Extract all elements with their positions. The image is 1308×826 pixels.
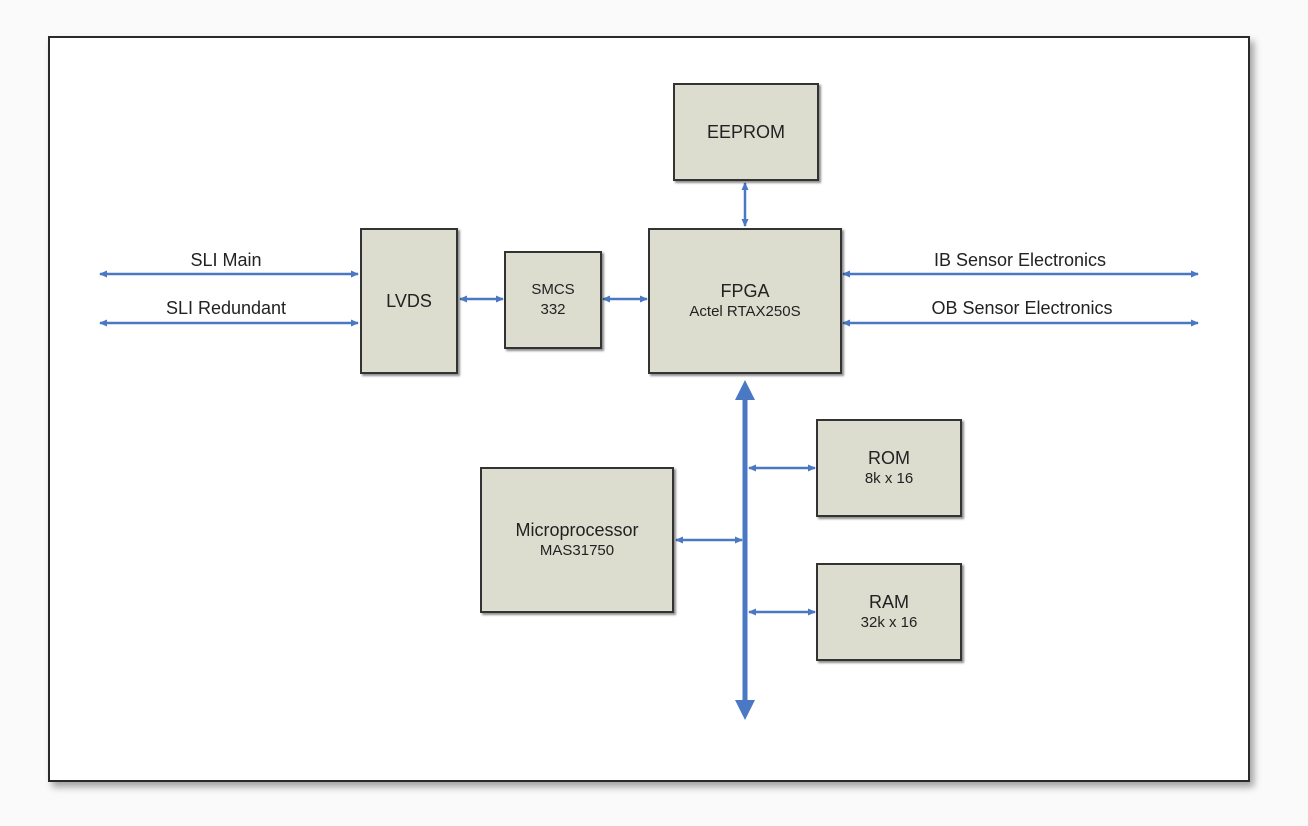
- lvds-title: LVDS: [386, 291, 432, 311]
- rom-title: ROM: [868, 448, 910, 468]
- smcs-block: SMCS 332: [504, 251, 602, 349]
- smcs-subtitle: 332: [540, 301, 566, 318]
- eeprom-title: EEPROM: [706, 122, 785, 142]
- ram-title: RAM: [869, 592, 909, 612]
- fpga-block: FPGA Actel RTAX250S: [648, 228, 842, 374]
- ram-block: RAM 32k x 16: [816, 563, 962, 661]
- sli-redundant-label: SLI Redundant: [165, 298, 287, 318]
- smcs-title: SMCS: [531, 281, 575, 298]
- microprocessor-title: Microprocessor: [515, 520, 639, 540]
- fpga-subtitle: Actel RTAX250S: [689, 303, 801, 320]
- sli-main-label: SLI Main: [190, 250, 262, 270]
- microprocessor-block: Microprocessor MAS31750: [480, 467, 674, 613]
- ram-subtitle: 32k x 16: [860, 614, 918, 631]
- rom-subtitle: 8k x 16: [864, 470, 914, 487]
- lvds-block: LVDS: [360, 228, 458, 374]
- rom-block: ROM 8k x 16: [816, 419, 962, 517]
- ib-sensor-label: IB Sensor Electronics: [933, 250, 1107, 270]
- fpga-title: FPGA: [720, 281, 770, 301]
- ob-sensor-label: OB Sensor Electronics: [931, 298, 1113, 318]
- diagram-frame: [48, 36, 1250, 782]
- eeprom-block: EEPROM: [673, 83, 819, 181]
- microprocessor-subtitle: MAS31750: [539, 542, 615, 559]
